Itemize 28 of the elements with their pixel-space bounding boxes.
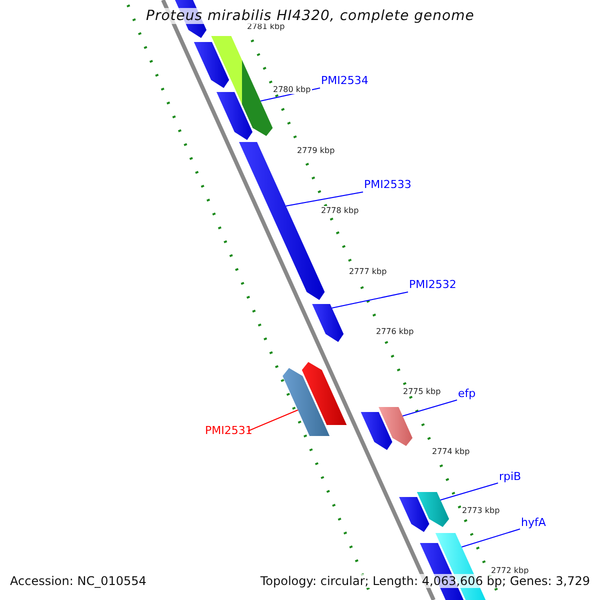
gene-feature	[282, 368, 330, 436]
scale-label: 2777 kbp	[348, 267, 388, 276]
scale-label: 2776 kbp	[375, 327, 415, 336]
scale-label: 2780 kbp	[272, 85, 312, 94]
info-text: Accession: NC_010554	[10, 574, 146, 588]
scale-label: 2775 kbp	[402, 387, 442, 396]
scale-label: 2778 kbp	[320, 206, 360, 215]
gene-feature	[416, 492, 450, 527]
leader-line	[248, 410, 298, 432]
leader-line	[402, 400, 458, 416]
leader-line	[285, 192, 364, 206]
gene-label: PMI2531	[205, 424, 252, 437]
title: Proteus mirabilis HI4320, complete genome	[146, 8, 474, 24]
gene-label: rpiB	[499, 470, 522, 483]
leader-line	[331, 292, 408, 308]
info-text: Topology: circular; Length: 4,063,606 bp; Genes: 3,729	[260, 574, 590, 588]
gene-label: efp	[458, 387, 476, 400]
gene-label: PMI2532	[409, 278, 456, 291]
gene-feature	[312, 304, 344, 342]
scale-label: 2779 kbp	[296, 146, 336, 155]
leader-line	[440, 482, 498, 500]
scale-label: 2774 kbp	[431, 447, 471, 456]
gene-label: hyfA	[521, 516, 546, 529]
gene-label: PMI2533	[364, 178, 412, 191]
leader-line	[461, 528, 520, 548]
scale-label: 2773 kbp	[461, 506, 501, 515]
gene-label: PMI2534	[321, 74, 368, 87]
gene-feature	[378, 407, 412, 446]
